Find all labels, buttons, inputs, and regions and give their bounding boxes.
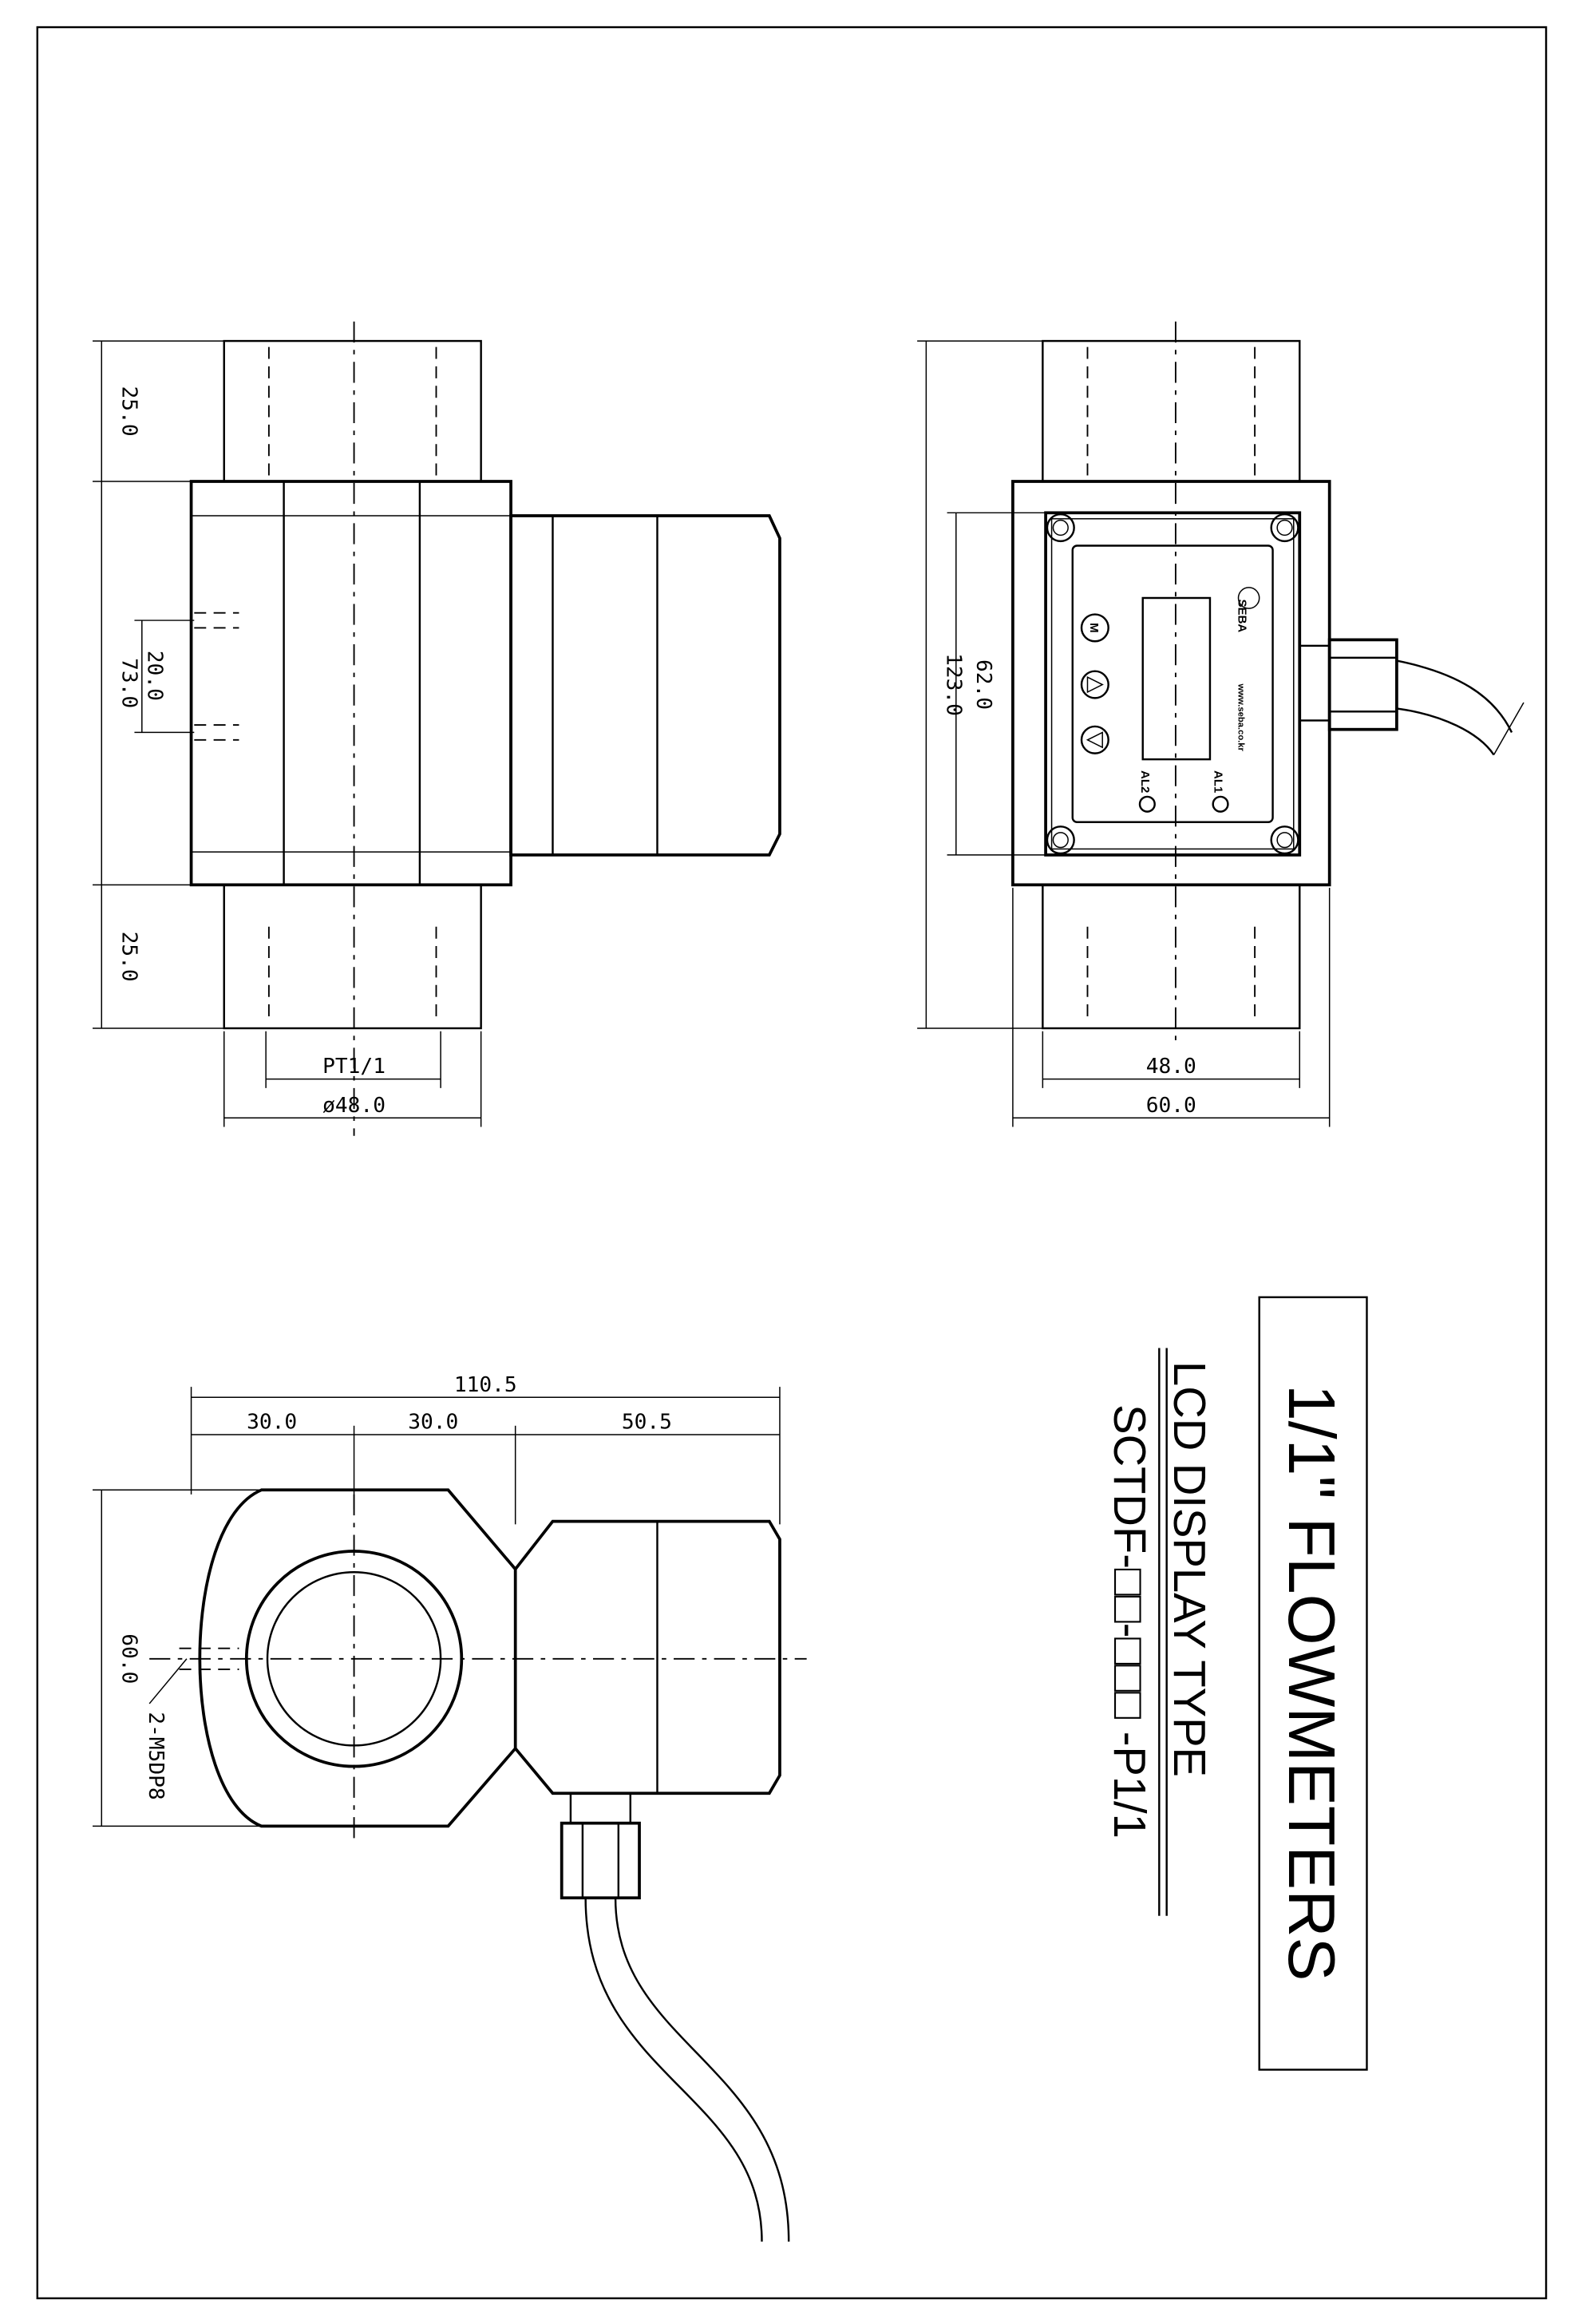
model-number: SCTDF-□□-□□□ -P1/1	[1105, 1404, 1155, 1839]
display-housing	[509, 514, 781, 857]
dim-outer-width: 60.0	[1146, 1094, 1196, 1118]
top-fitting	[223, 339, 482, 483]
cable	[1396, 659, 1513, 733]
hole-callout: 2-M5DP8	[144, 1712, 168, 1799]
cable-gland	[1299, 638, 1525, 756]
dim-hole-pitch: 20.0	[142, 651, 166, 701]
dim-diameter: ø48.0	[322, 1094, 386, 1118]
dim-seg2: 30.0	[408, 1411, 458, 1435]
display-panel-frame	[1044, 511, 1302, 857]
panel-screw-icons	[1046, 513, 1299, 855]
dim-overall-length: 110.5	[454, 1373, 517, 1397]
dim-overall-height: 123.0	[942, 653, 966, 716]
drawing-title: 1/1" FLOWMETERS	[1275, 1384, 1348, 1981]
brand-text: SEBA	[1236, 600, 1249, 633]
led-al2	[1138, 795, 1156, 813]
display-housing	[514, 1519, 781, 1795]
cable	[584, 1898, 763, 2242]
down-button	[1080, 670, 1109, 699]
mounting-holes	[194, 612, 239, 741]
dim-seg1: 30.0	[247, 1411, 297, 1435]
display-panel-face	[1071, 544, 1274, 823]
led-al2-label: AL2	[1138, 770, 1152, 793]
brand-logo	[1237, 587, 1260, 609]
sheet-border	[36, 26, 1548, 2300]
dim-height: 60.0	[117, 1633, 140, 1684]
website-text: www.seba.co.kr	[1236, 683, 1246, 752]
menu-button-label: M	[1087, 623, 1101, 632]
body	[189, 480, 512, 887]
dim-panel-height: 62.0	[971, 659, 995, 710]
dim-inner-width: 48.0	[1146, 1055, 1196, 1079]
lcd-screen	[1141, 596, 1212, 761]
side-view: 25.0 73.0 25.0 20.0 PT1/1 ø48.0	[93, 321, 781, 1136]
dim-top-fitting: 25.0	[117, 386, 140, 437]
dim-body: 73.0	[117, 658, 140, 708]
top-view: 110.5 30.0 30.0 50.5 60.0 2-M5DP8	[93, 1373, 807, 2242]
front-view: M AL2 AL1 SEBA www.seba.co.kr 123.0 62.0…	[917, 321, 1525, 1127]
dim-thread: PT1/1	[322, 1055, 386, 1079]
triangle-up-icon	[1086, 731, 1103, 749]
bottom-fitting	[223, 884, 482, 1030]
title-block: 1/1" FLOWMETERS LCD DISPLAY TYPE SCTDF-□…	[1105, 1296, 1368, 2071]
menu-button	[1080, 613, 1109, 643]
cable-gland	[560, 1792, 790, 2242]
title-box	[1258, 1296, 1368, 2071]
led-al1	[1212, 795, 1229, 813]
drawing-subtitle: LCD DISPLAY TYPE	[1165, 1361, 1215, 1777]
led-al1-label: AL1	[1212, 770, 1225, 793]
dim-seg3: 50.5	[622, 1411, 672, 1435]
dim-bottom-fitting: 25.0	[117, 932, 140, 982]
up-button	[1080, 725, 1109, 754]
triangle-down-icon	[1086, 675, 1104, 694]
